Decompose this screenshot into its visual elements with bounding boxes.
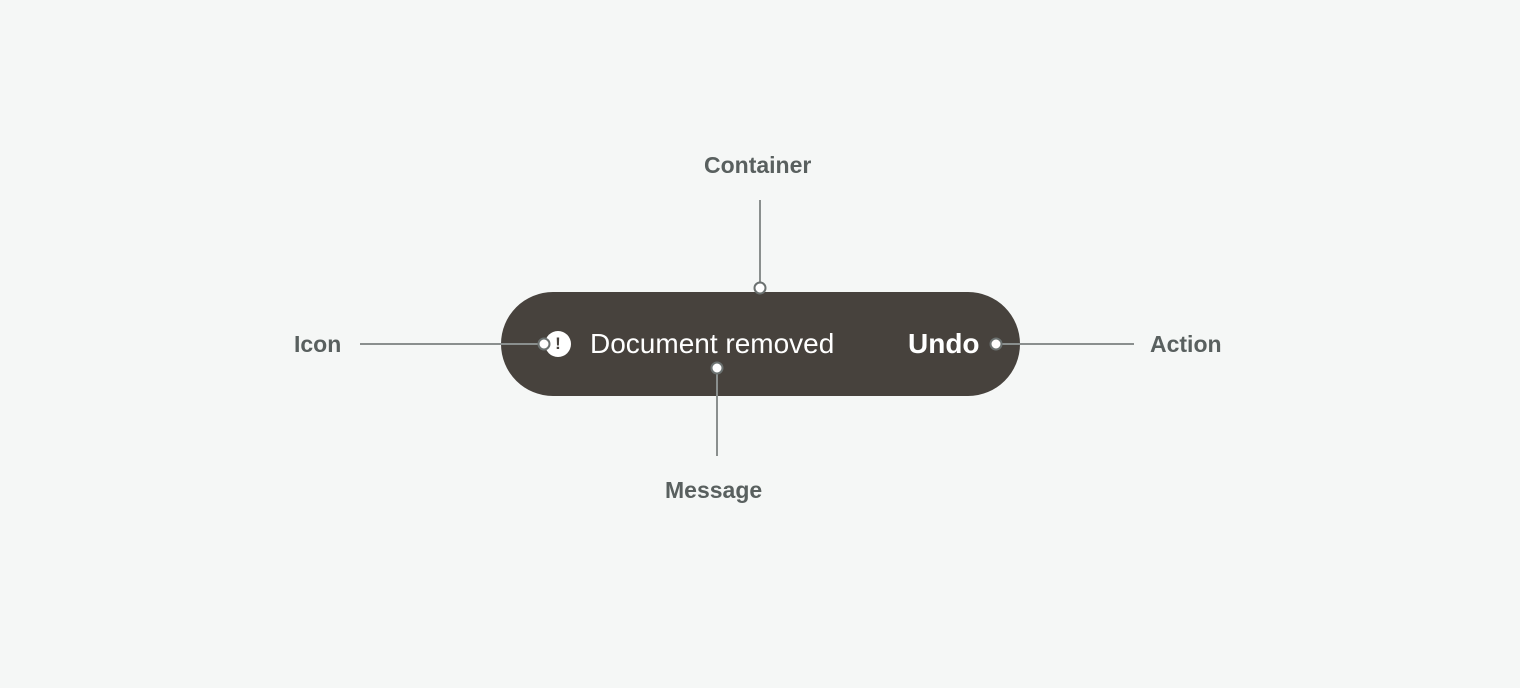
icon-anchor-dot	[537, 337, 551, 351]
message-anchor-dot	[710, 361, 724, 375]
action-callout-label: Action	[1150, 331, 1222, 357]
container-callout-label: Container	[704, 152, 812, 178]
action-anchor-dot	[989, 337, 1003, 351]
snackbar-message: Document removed	[590, 328, 835, 359]
icon-callout-label: Icon	[294, 331, 342, 357]
message-callout-label: Message	[665, 477, 763, 503]
container-anchor-dot	[753, 281, 767, 295]
undo-button[interactable]: Undo	[908, 328, 980, 359]
snackbar-container	[501, 292, 1020, 396]
